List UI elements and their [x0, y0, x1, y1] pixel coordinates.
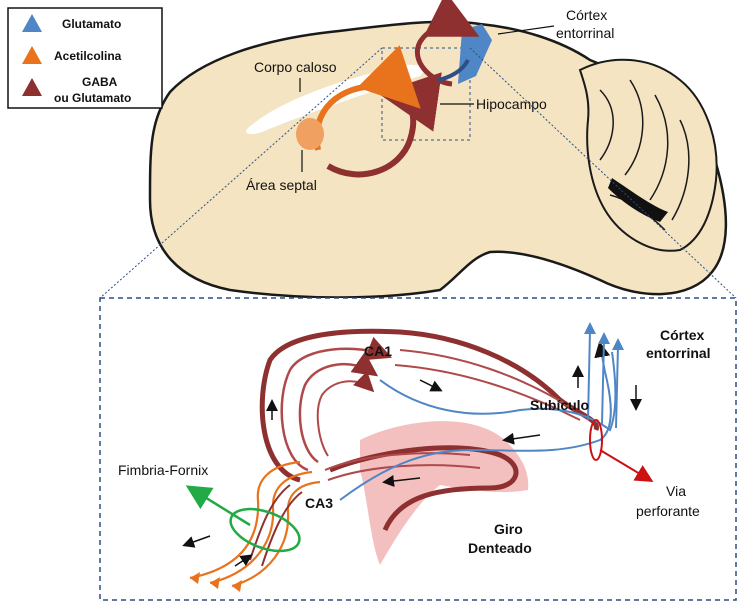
- legend: Glutamato Acetilcolina GABA ou Glutamato: [8, 8, 162, 108]
- legend-gaba-label-line2: ou Glutamato: [54, 91, 131, 105]
- label-hipocampo: Hipocampo: [476, 96, 547, 112]
- label-via-line1: Via: [666, 483, 686, 499]
- label-subiculo: Subículo: [530, 397, 589, 413]
- label-cortex-line2: entorrinal: [556, 25, 614, 41]
- brain-sagittal: [150, 22, 726, 298]
- legend-glutamate-label: Glutamato: [62, 17, 121, 31]
- label-via-line2: perforante: [636, 503, 700, 519]
- label-giro-line2: Denteado: [468, 540, 532, 556]
- label-detail-cortex-line1: Córtex: [660, 327, 705, 343]
- label-ca3: CA3: [305, 495, 333, 511]
- label-area-septal: Área septal: [246, 177, 317, 193]
- label-cortex-line1: Córtex: [566, 7, 607, 23]
- legend-gaba-label-line1: GABA: [82, 75, 118, 89]
- label-ca1: CA1: [364, 343, 392, 359]
- legend-acetylcholine-label: Acetilcolina: [54, 49, 122, 63]
- label-fimbria: Fimbria-Fornix: [118, 462, 208, 478]
- label-corpo-caloso: Corpo caloso: [254, 59, 337, 75]
- septal-area-blob: [296, 118, 324, 150]
- label-detail-cortex-line2: entorrinal: [646, 345, 711, 361]
- label-giro-line1: Giro: [494, 521, 523, 537]
